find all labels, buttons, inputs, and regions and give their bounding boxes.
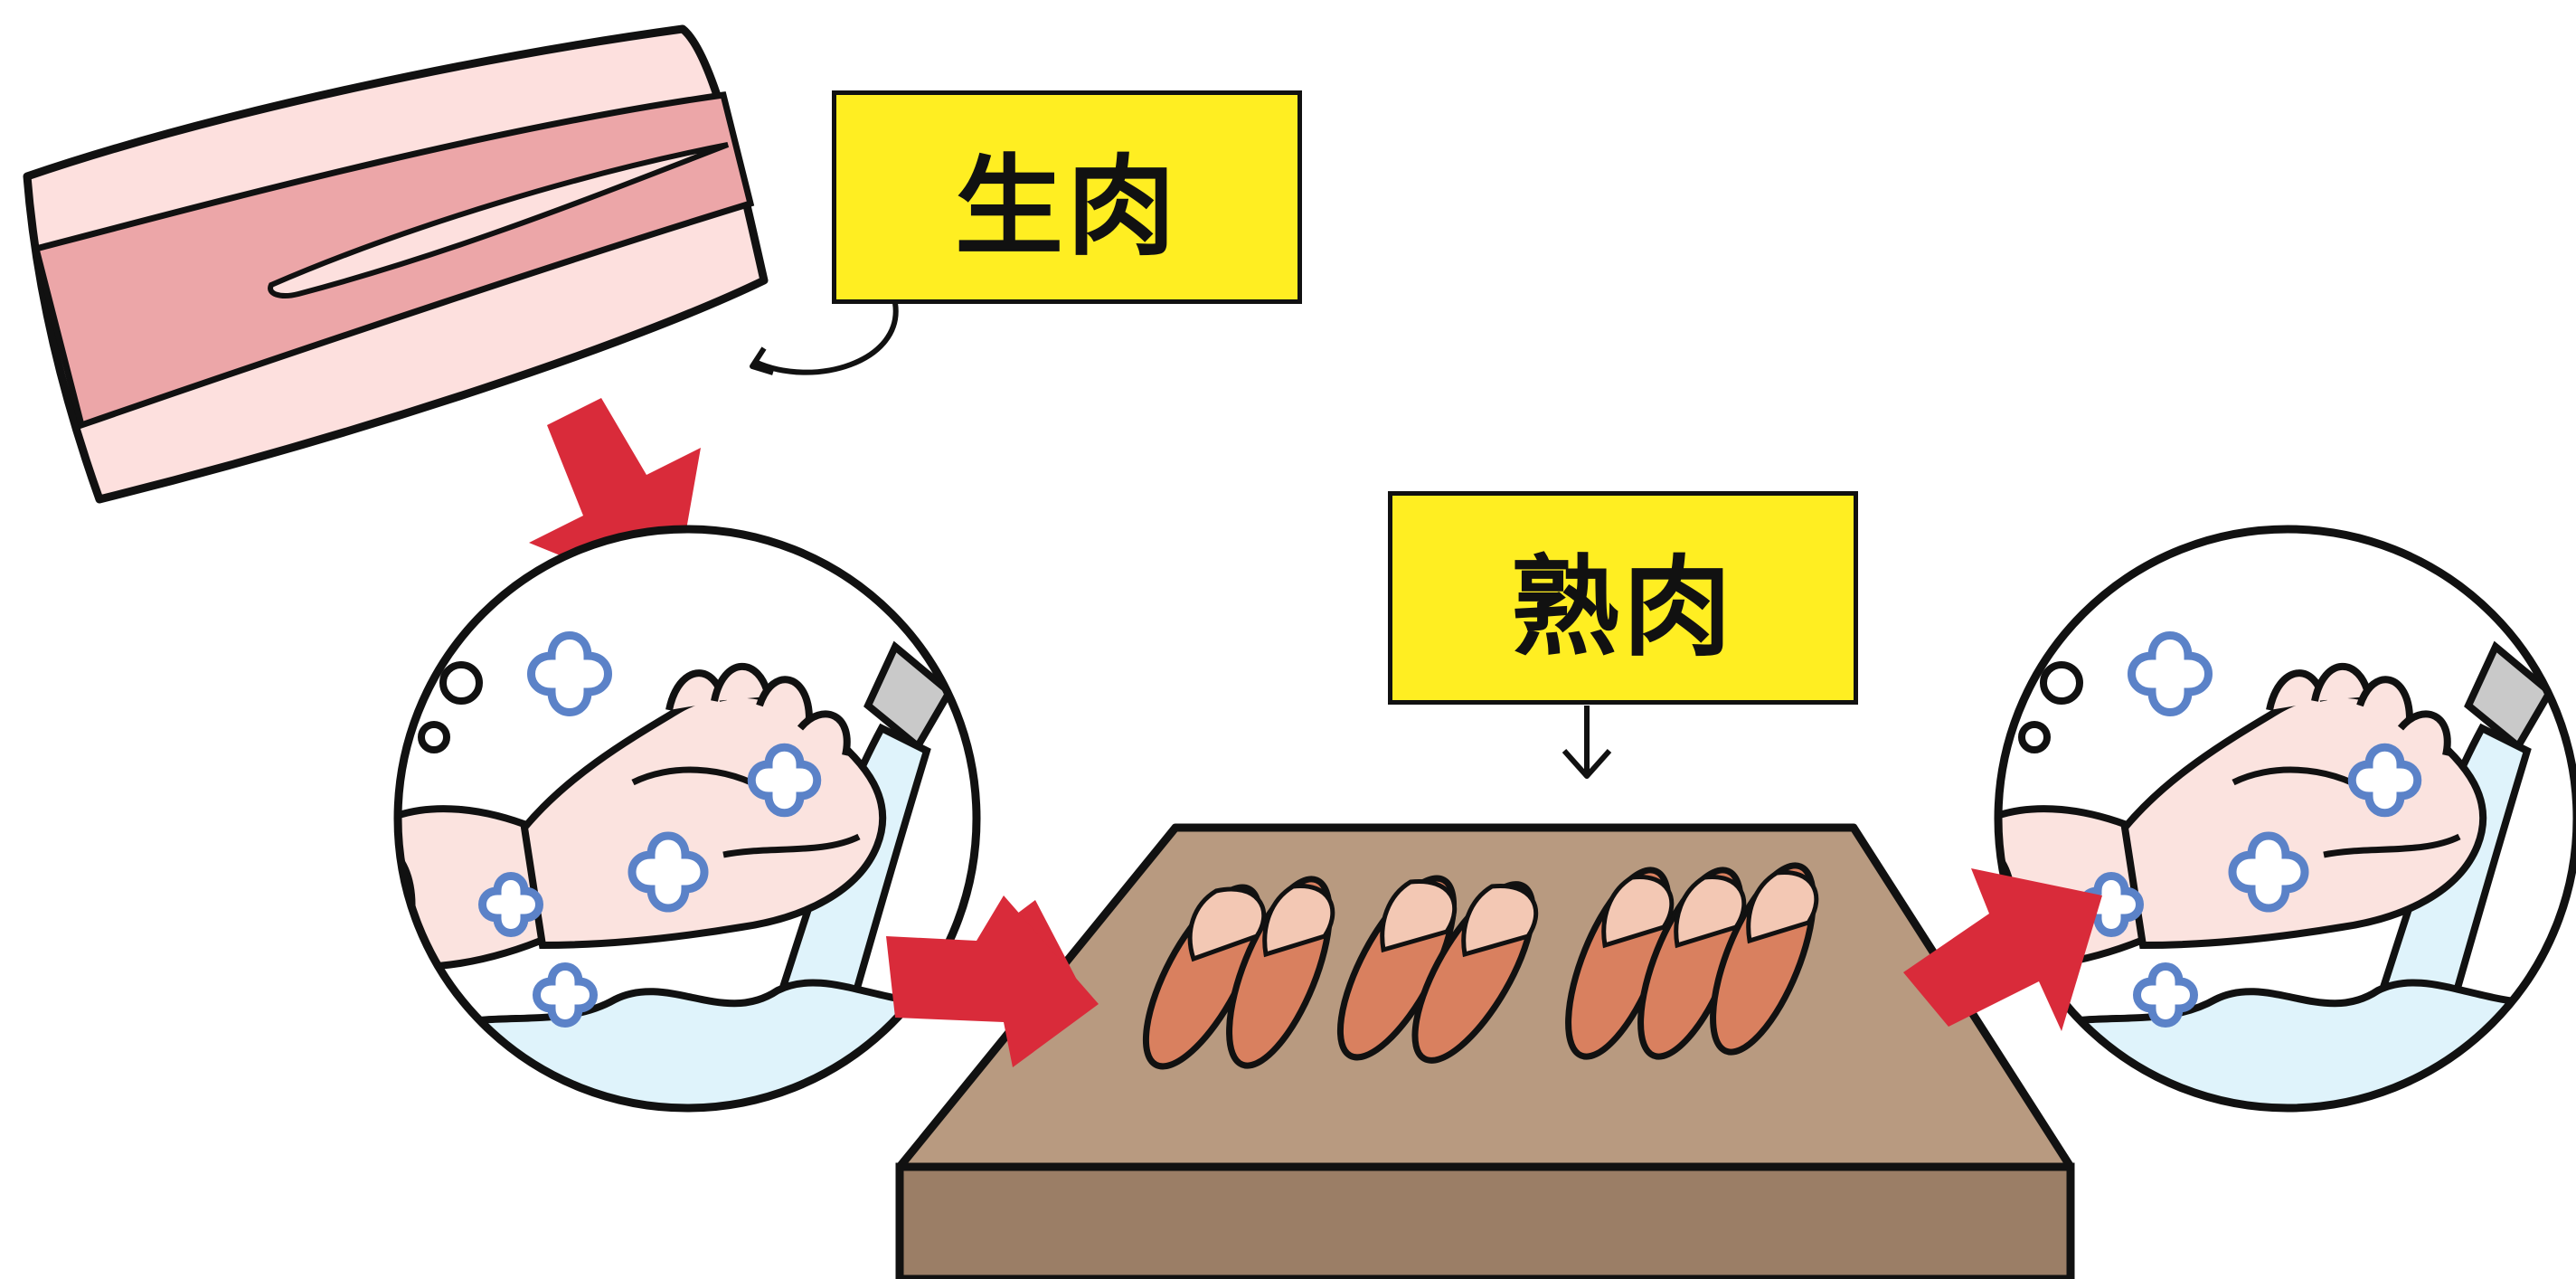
hand-washing-icon <box>1994 525 2576 1113</box>
raw-label-pointer <box>753 302 899 375</box>
red-arrow-icon <box>1903 868 2102 1031</box>
cooked-meat-label-text: 熟肉 <box>1511 545 1735 671</box>
cooked-meat-label: 熟肉 <box>1388 491 1858 705</box>
cooked-label-pointer <box>1562 706 1612 779</box>
raw-meat-label: 生肉 <box>832 90 1302 304</box>
raw-meat-label-text: 生肉 <box>955 145 1179 270</box>
cooked-meat-slices-icon <box>1142 862 1819 1070</box>
raw-meat-slab-icon <box>23 24 769 504</box>
hand-washing-icon <box>393 525 981 1113</box>
